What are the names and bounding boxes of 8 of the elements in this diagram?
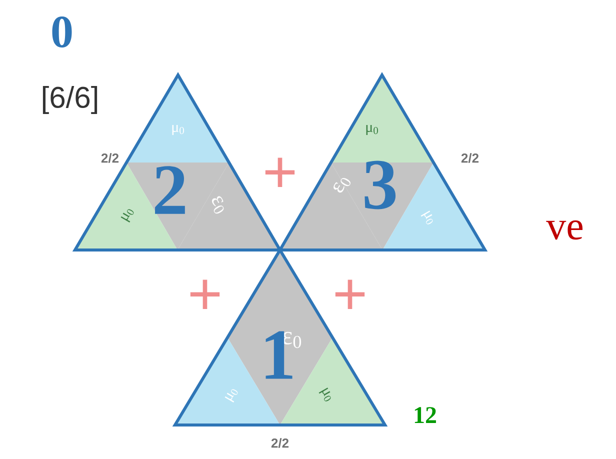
fraction-label: 2/2 (271, 438, 289, 448)
score-number: 0 (52, 16, 72, 48)
unit-label: ve (546, 220, 582, 240)
plus-sign: + (190, 280, 220, 310)
fraction-label: 2/2 (461, 153, 479, 163)
fraction-label: 2/2 (101, 153, 119, 163)
plus-sign: + (335, 280, 365, 310)
number-label: 12 (414, 407, 436, 423)
